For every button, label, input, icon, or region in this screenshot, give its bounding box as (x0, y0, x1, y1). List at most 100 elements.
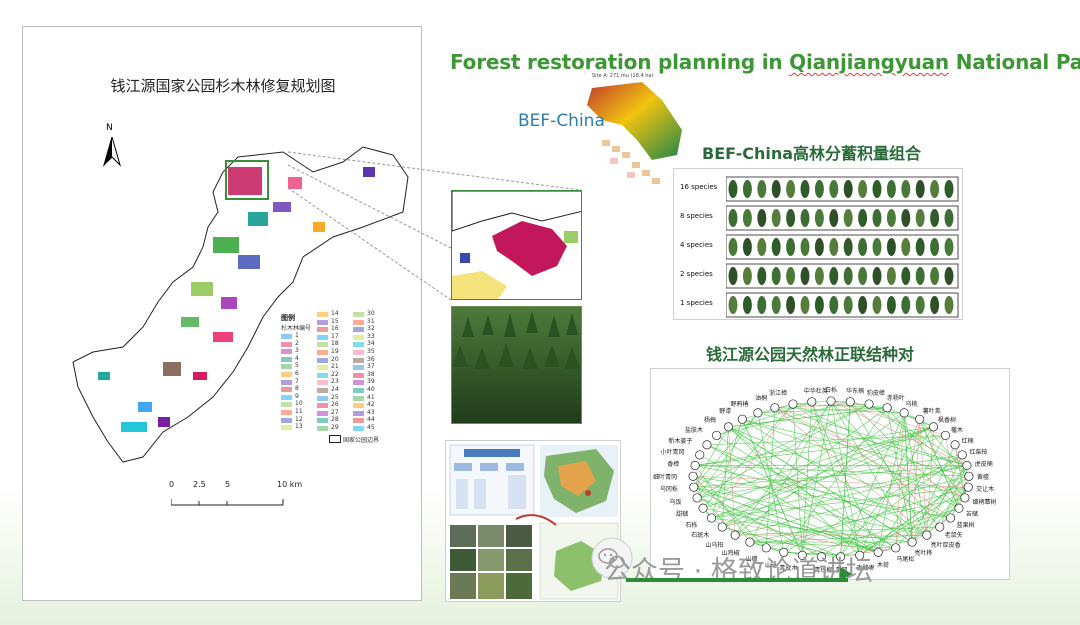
species-label: 杨梅 (704, 416, 717, 424)
legend-item: 11 (281, 408, 315, 416)
species-node (964, 471, 974, 481)
legend-swatch (281, 372, 292, 377)
leaf-icon (742, 267, 752, 285)
association-link (728, 426, 913, 543)
legend-swatch (353, 327, 364, 333)
species-node (788, 399, 798, 409)
leaf-icon (930, 238, 940, 256)
title-part-3: National Park (955, 50, 1080, 74)
leaf-row-frame (726, 176, 959, 202)
title-part-2: Qianjiangyuan (789, 50, 949, 74)
association-link (840, 507, 960, 558)
wechat-icon (590, 536, 634, 580)
species-node (717, 522, 727, 532)
leaf-icon (901, 238, 911, 256)
species-node (695, 450, 705, 460)
leaf-icon (757, 180, 767, 198)
species-node (688, 471, 698, 481)
association-link (695, 426, 934, 466)
association-link (742, 418, 966, 499)
legend-label: 38 (367, 370, 375, 378)
association-link (792, 404, 803, 556)
legend-swatch (353, 388, 364, 393)
legend-swatch (281, 364, 292, 370)
association-link (774, 407, 966, 499)
legend-label: 10 (295, 400, 303, 408)
leaf-icon (786, 180, 796, 198)
leaf-icon (757, 238, 767, 256)
legend-swatch (317, 334, 328, 340)
leaf-icon (742, 209, 752, 227)
leaf-row-frame (726, 263, 959, 289)
leaf-icon (872, 267, 882, 285)
leaf-species-grid (726, 176, 959, 318)
legend-swatch (353, 319, 364, 325)
association-link (699, 454, 879, 553)
legend-label: 6 (295, 370, 299, 377)
association-link (695, 465, 969, 477)
legend-swatch (317, 403, 328, 409)
species-label: 红柴枝 (969, 449, 988, 457)
association-link (958, 476, 970, 509)
leaf-icon (800, 296, 810, 314)
species-label: 青钱柳 (814, 566, 833, 574)
species-label: 南酸枣 (856, 565, 875, 573)
leaf-row-frame (726, 234, 959, 260)
association-link (716, 435, 896, 549)
species-node (836, 552, 846, 562)
legend-swatch (353, 334, 364, 340)
legend-label: 35 (367, 348, 375, 355)
species-node (730, 530, 740, 540)
association-link (903, 412, 913, 543)
species-label: 交让木 (976, 486, 995, 494)
species-node (940, 430, 950, 440)
species-label: 香樟 (667, 461, 680, 469)
map-title: 钱江源国家公园杉木林修复规划图 (110, 77, 336, 95)
legend-item: 8 (281, 385, 315, 393)
species-node (723, 422, 733, 432)
legend-item: 3 (281, 347, 315, 355)
species-label: 细叶青冈 (653, 473, 678, 481)
leaf-icon (858, 209, 868, 227)
legend-item: 6 (281, 370, 315, 378)
legend-item: 4 (281, 355, 315, 363)
species-label: 新木姜子 (668, 437, 693, 445)
legend-item: 33 (353, 333, 387, 341)
legend-label: 21 (331, 363, 339, 371)
leaf-row-frame (726, 205, 959, 231)
legend-label: 23 (331, 378, 339, 386)
leaf-icon (829, 209, 839, 227)
legend-swatch (317, 426, 328, 431)
legend-label: 1 (295, 332, 299, 339)
association-link (711, 486, 969, 519)
legend-label: 41 (367, 393, 375, 401)
leaf-icon (843, 267, 853, 285)
leaf-icon (786, 238, 796, 256)
legend-item: 27 (317, 408, 351, 417)
legend-label: 29 (331, 424, 339, 431)
association-link (749, 541, 803, 556)
species-node (899, 408, 909, 418)
leaf-icon (728, 180, 738, 198)
network-title: 钱江源公园天然林正联结种对 (706, 345, 915, 364)
species-node (797, 550, 807, 560)
legend-item: 39 (353, 378, 387, 386)
association-link (735, 475, 969, 536)
row-label: 8 species (680, 212, 713, 220)
legend-label: 7 (295, 377, 299, 385)
legend-swatch (353, 357, 364, 363)
association-link (877, 435, 946, 553)
legend-item: 20 (317, 356, 351, 364)
species-label: 山槐 (745, 556, 758, 564)
legend-swatch (353, 350, 364, 355)
association-link (886, 407, 966, 499)
legend-swatch (281, 349, 292, 355)
association-link (919, 419, 960, 509)
legend-item: 14 (317, 310, 351, 318)
leaf-icon (872, 296, 882, 314)
leaf-icon (930, 296, 940, 314)
leaf-icon (843, 238, 853, 256)
association-link (757, 412, 785, 553)
legend-label: 27 (331, 408, 339, 416)
north-arrow-label: N (106, 123, 113, 133)
